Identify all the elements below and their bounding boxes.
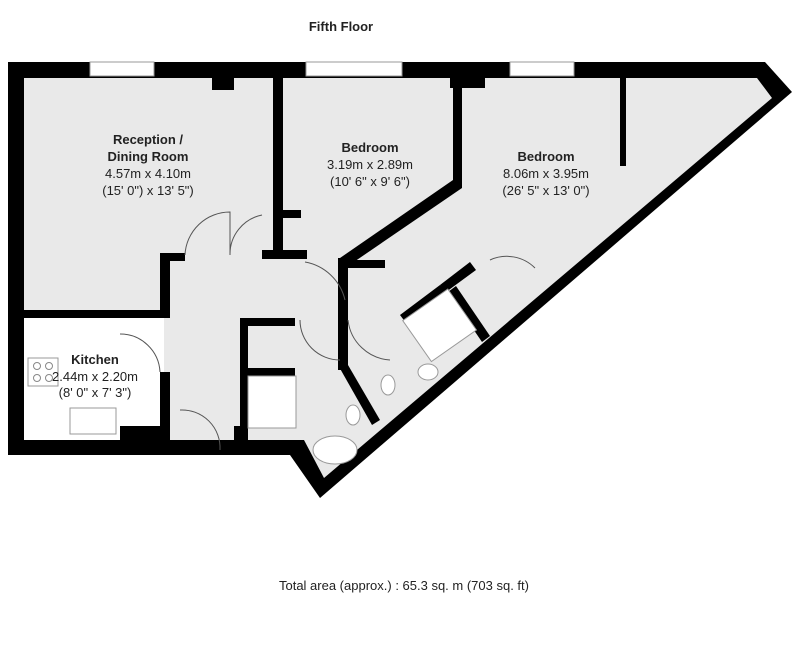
svg-text:(10' 6" x 9' 6"): (10' 6" x 9' 6"): [330, 174, 410, 189]
floor-title: Fifth Floor: [309, 19, 373, 34]
total-area: Total area (approx.) : 65.3 sq. m (703 s…: [279, 578, 529, 593]
reception-label: Reception / Dining Room 4.57m x 4.10m (1…: [102, 132, 194, 198]
svg-text:4.57m x 4.10m: 4.57m x 4.10m: [105, 166, 191, 181]
svg-text:Dining Room: Dining Room: [108, 149, 189, 164]
door-swings: [119, 211, 536, 451]
bedroom2-label: Bedroom 8.06m x 3.95m (26' 5" x 13' 0"): [502, 149, 589, 198]
svg-text:3.19m x 2.89m: 3.19m x 2.89m: [327, 157, 413, 172]
svg-text:2.44m x 2.20m: 2.44m x 2.20m: [52, 369, 138, 384]
svg-text:Reception /: Reception /: [113, 132, 183, 147]
svg-text:Bedroom: Bedroom: [517, 149, 574, 164]
interior-walls: [24, 78, 626, 442]
basin-icon: [417, 363, 439, 381]
window: [509, 61, 575, 77]
shower-icon: [247, 375, 297, 429]
svg-text:(8' 0" x 7' 3"): (8' 0" x 7' 3"): [59, 385, 132, 400]
svg-text:(15' 0") x 13' 5"): (15' 0") x 13' 5"): [102, 183, 194, 198]
window: [89, 61, 155, 77]
bath-icon: [312, 435, 358, 465]
svg-text:8.06m x 3.95m: 8.06m x 3.95m: [503, 166, 589, 181]
bedroom1-label: Bedroom 3.19m x 2.89m (10' 6" x 9' 6"): [327, 140, 413, 189]
toilet-icon: [380, 374, 396, 396]
toilet-icon: [345, 404, 361, 426]
window: [305, 61, 403, 77]
svg-text:Bedroom: Bedroom: [341, 140, 398, 155]
svg-text:Kitchen: Kitchen: [71, 352, 119, 367]
sink-icon: [69, 407, 117, 435]
hob-icon: [27, 357, 59, 387]
shower-icon: [402, 288, 478, 363]
svg-text:(26' 5" x 13' 0"): (26' 5" x 13' 0"): [502, 183, 589, 198]
floor-area: [24, 78, 772, 478]
kitchen-label: Kitchen 2.44m x 2.20m (8' 0" x 7' 3"): [52, 352, 138, 400]
